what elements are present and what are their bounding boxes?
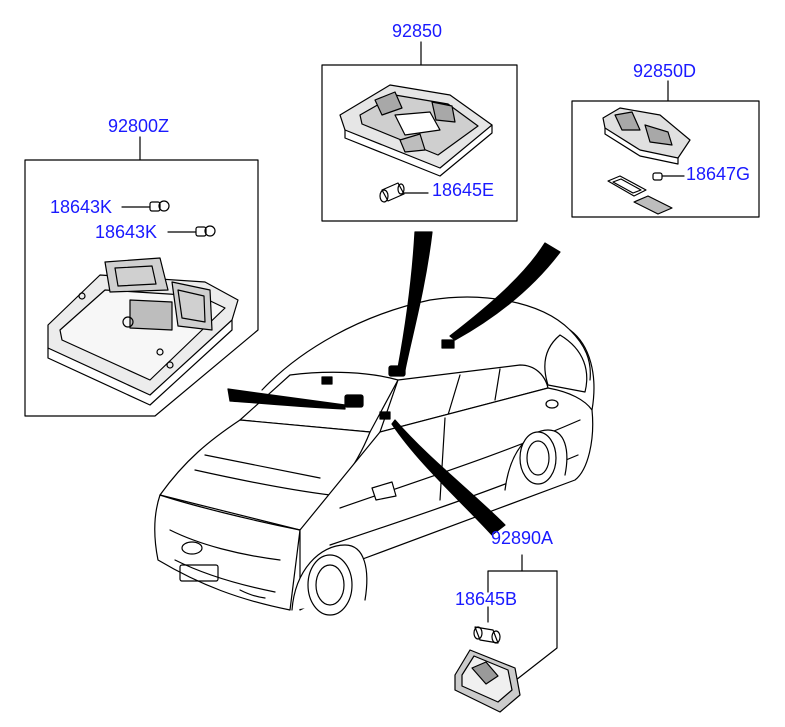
overhead-console-icon	[47, 257, 239, 406]
lens-icon	[607, 175, 673, 215]
box-92850D	[571, 80, 760, 218]
roof-lamp-marker-1	[321, 376, 333, 385]
map-lamp-icon	[339, 84, 493, 177]
box-92890A	[487, 554, 558, 681]
luggage-lamp-icon	[454, 649, 521, 713]
label-18647G: 18647G	[686, 164, 751, 184]
car-body	[154, 296, 595, 616]
roof-lamp-marker-2	[344, 394, 364, 408]
roof-lamp-marker-5	[441, 339, 455, 349]
vanity-lamp-icon	[602, 107, 691, 165]
label-18645B: 18645B	[455, 589, 518, 609]
bulb-18645B-icon	[473, 626, 501, 644]
label-92890A: 92890A	[491, 528, 554, 548]
label-18643K-b: 18643K	[95, 222, 158, 242]
label-18643K-a: 18643K	[50, 197, 113, 217]
label-92850: 92850	[392, 21, 443, 41]
label-92800Z: 92800Z	[108, 116, 170, 136]
roof-lamp-marker-4	[379, 411, 391, 420]
box-92800Z	[24, 136, 259, 417]
label-92850D: 92850D	[633, 61, 697, 81]
bulb-18645E-icon	[379, 182, 405, 203]
bulb-18643K-a-icon	[149, 200, 170, 212]
pointer-wedges	[227, 231, 561, 536]
box-92850	[321, 41, 518, 222]
label-18645E: 18645E	[432, 180, 495, 200]
bulb-18643K-b-icon	[195, 225, 216, 237]
bulb-18647G-icon	[652, 172, 663, 181]
